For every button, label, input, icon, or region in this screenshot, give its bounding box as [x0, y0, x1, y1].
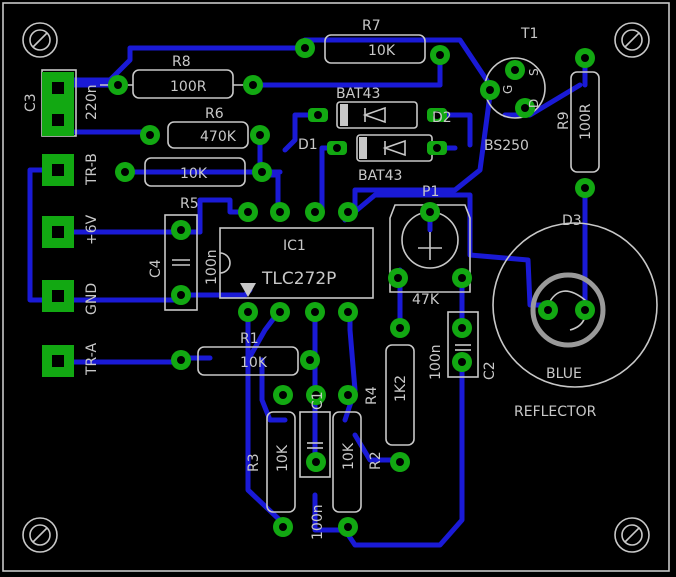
label-c1-value: 100n — [310, 504, 326, 540]
label-ic1-part: TLC272P — [261, 269, 336, 289]
resistor-r9 — [570, 71, 600, 173]
label-c3: C3 — [23, 93, 39, 112]
label-r2: R2 — [368, 451, 384, 470]
label-c2: C2 — [482, 361, 498, 380]
label-r8: R8 — [172, 54, 191, 70]
label-t1-part: BS250 — [484, 138, 529, 154]
label-bat43-bottom: BAT43 — [358, 168, 402, 184]
label-r4: R4 — [364, 386, 380, 405]
board-outline — [2, 2, 670, 572]
component-pads — [108, 38, 595, 537]
connector-pads — [42, 72, 74, 377]
label-d3: D3 — [562, 213, 582, 229]
label-r3-value: 10K — [275, 444, 291, 472]
label-tr-b: TR-B — [84, 153, 100, 186]
mounting-holes — [22, 22, 650, 553]
resistor-r4 — [385, 344, 415, 446]
label-led-color: BLUE — [546, 366, 582, 382]
label-gnd: GND — [84, 283, 100, 315]
label-d2: D2 — [432, 110, 452, 126]
label-r6: R6 — [205, 106, 224, 122]
resistor-r2 — [332, 411, 362, 513]
label-t1-d: D — [527, 99, 541, 108]
mounting-hole-top-left — [22, 22, 58, 58]
label-r7: R7 — [362, 18, 381, 34]
label-p1-value: 47K — [412, 292, 440, 308]
label-bat43-top: BAT43 — [336, 86, 380, 102]
silkscreen-labels: R8 100R R7 10K R6 470K 10K R5 BAT43 D2 D… — [23, 18, 597, 540]
mounting-hole-top-right — [614, 22, 650, 58]
capacitor-c2 — [447, 311, 479, 378]
label-c4-value: 100n — [204, 249, 220, 285]
label-r9: R9 — [556, 111, 572, 130]
label-ic1: IC1 — [283, 238, 306, 254]
label-r7-value: 10K — [368, 43, 396, 59]
silkscreen — [41, 34, 658, 513]
label-c4: C4 — [148, 259, 164, 278]
label-r4-value: 1K2 — [393, 375, 409, 402]
label-tr-a: TR-A — [84, 343, 100, 376]
label-plus6v: +6V — [84, 214, 100, 245]
resistor-r1 — [197, 346, 299, 376]
label-r9-value: 100R — [578, 103, 594, 140]
label-r1-value: 10K — [240, 355, 268, 371]
label-c1: C1 — [310, 391, 326, 410]
resistor-r6 — [167, 121, 249, 149]
label-r6-value: 470K — [200, 129, 237, 145]
label-c3-value: 220n — [84, 84, 100, 120]
label-p1: P1 — [422, 184, 439, 200]
ic-ic1-outline — [219, 227, 374, 299]
mounting-hole-bottom-left — [22, 517, 58, 553]
label-t1-s: S — [527, 68, 541, 76]
label-r2-value: 10K — [341, 442, 357, 470]
diode-d1 — [336, 101, 418, 129]
capacitor-c1 — [299, 411, 331, 478]
mounting-hole-bottom-right — [614, 517, 650, 553]
led-d3-reflector — [492, 222, 658, 388]
resistor-r3 — [266, 411, 296, 513]
pads — [42, 38, 595, 537]
label-r3: R3 — [246, 453, 262, 472]
resistor-r5 — [144, 157, 246, 187]
label-r5: R5 — [180, 196, 199, 212]
label-d1: D1 — [298, 137, 318, 153]
capacitor-c4 — [164, 214, 198, 311]
resistor-r7 — [324, 34, 426, 64]
label-c2-value: 100n — [428, 344, 444, 380]
label-r1: R1 — [240, 331, 259, 347]
label-reflector: REFLECTOR — [514, 404, 597, 420]
label-r8-value: 100R — [170, 79, 207, 95]
label-t1-g: G — [501, 85, 515, 94]
label-r5-value: 10K — [180, 166, 208, 182]
label-t1: T1 — [520, 26, 538, 42]
